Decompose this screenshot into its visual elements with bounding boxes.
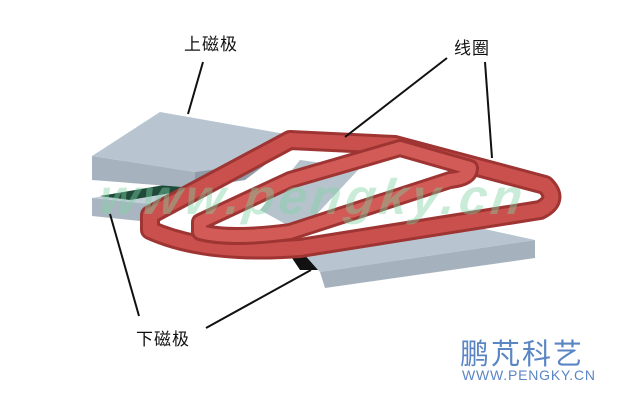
- coil: [140, 130, 562, 260]
- brand-name: 鹏芃科艺: [460, 337, 585, 371]
- leader-lower-magnet-right: [205, 269, 312, 329]
- leader-lower-magnet-left: [109, 213, 140, 317]
- leader-lines: [109, 57, 493, 329]
- leader-coil-left: [344, 57, 448, 138]
- lower-magnet-right: [260, 160, 535, 288]
- label-upper-magnet: 上磁极: [184, 35, 238, 55]
- brand-url: WWW.PENGKY.CN: [462, 367, 596, 383]
- label-coil: 线圈: [454, 39, 490, 59]
- label-lower-magnet: 下磁极: [136, 330, 190, 350]
- watermark-text: www.pengky.cn: [96, 169, 531, 225]
- leader-coil-right: [484, 61, 493, 159]
- leader-upper-magnet: [187, 61, 204, 115]
